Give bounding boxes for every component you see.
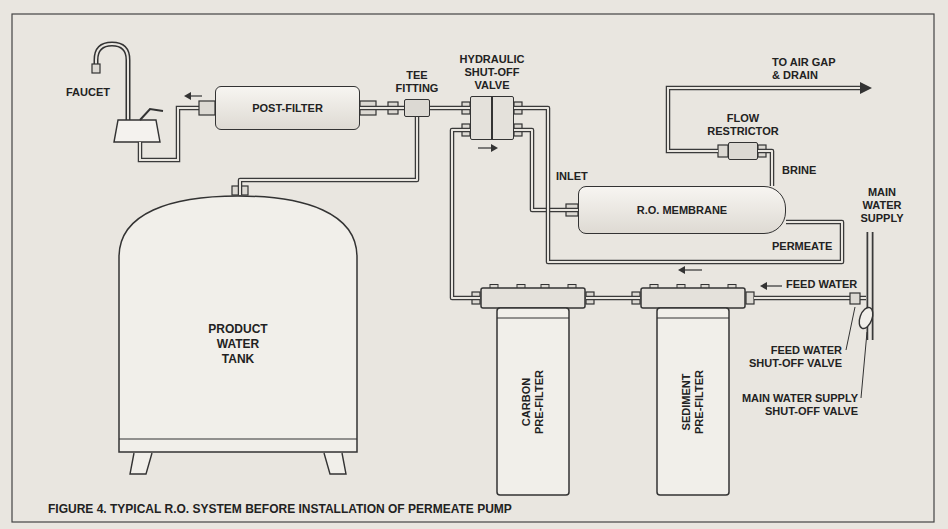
tube-outer	[668, 88, 862, 151]
tube-outer	[430, 106, 470, 111]
tee-fitting: TEE FITTING	[404, 99, 430, 117]
shut-off-valve: HYDRAULIC SHUT-OFF VALVE	[470, 96, 514, 140]
frame	[12, 14, 934, 522]
part-label: PERMEATE	[772, 240, 832, 253]
water-tube	[452, 130, 480, 298]
component-label: TEE FITTING	[391, 69, 443, 95]
component-label: PRODUCT WATER TANK	[203, 322, 273, 367]
part-label: INLET	[556, 170, 588, 183]
water-tube	[514, 108, 842, 262]
part-label: FEED WATER	[786, 278, 857, 291]
filter-housing	[497, 308, 569, 495]
tube-outer	[514, 108, 842, 262]
tank-band	[119, 438, 357, 439]
tube-inner	[586, 297, 640, 299]
drain-tube	[668, 82, 872, 151]
flow-arrow-head	[491, 144, 498, 152]
flow-arrow-head	[184, 92, 191, 100]
product-water-tank: PRODUCT WATER TANK	[118, 195, 358, 453]
component-label: R.O. MEMBRANE	[637, 204, 727, 217]
faucet-spout	[96, 44, 128, 120]
filter-rib	[497, 318, 569, 319]
leader-lines	[846, 307, 867, 398]
tube-inner	[140, 108, 203, 160]
feed-valve	[850, 293, 860, 304]
tube-outer	[754, 296, 866, 301]
tube-outer	[452, 130, 480, 298]
sediment-filter: SEDIMENT PRE-FILTER	[640, 284, 746, 496]
tube-inner	[758, 151, 772, 186]
tube-outer	[758, 151, 772, 186]
part-label: BRINE	[782, 164, 816, 177]
part-label: MAIN WATER SUPPLY	[852, 186, 912, 225]
faucet-tip	[92, 64, 100, 73]
feed-tube	[754, 232, 875, 340]
flow-restrictor: FLOW RESTRICTOR	[728, 142, 758, 160]
leader-line	[846, 307, 855, 350]
fitting	[746, 292, 754, 304]
water-tube	[360, 108, 404, 109]
flow-arrow-head	[678, 266, 685, 274]
component-label: SEDIMENT PRE-FILTER	[680, 364, 706, 440]
tank-legs	[130, 453, 346, 474]
tube-inner	[668, 88, 862, 151]
flow-arrow	[190, 95, 202, 96]
part-label: MAIN WATER SUPPLY SHUT-OFF VALVE	[732, 392, 858, 418]
tank-leg	[324, 453, 346, 474]
fitting	[199, 101, 215, 115]
fitting	[718, 145, 728, 157]
part-label: FEED WATER SHUT-OFF VALVE	[742, 344, 842, 370]
tank-leg	[130, 453, 152, 474]
supply-valve	[857, 306, 876, 331]
water-tube	[430, 108, 470, 109]
tube-inner	[452, 130, 480, 298]
flow-arrow	[684, 269, 702, 270]
filter-head	[641, 288, 745, 308]
tube-inner	[514, 108, 842, 262]
water-tube	[586, 298, 640, 299]
tube-outer	[586, 296, 640, 301]
leader-line	[861, 332, 867, 398]
part-label: FAUCET	[66, 86, 110, 99]
flow-arrow	[478, 147, 492, 148]
tube-outer	[360, 106, 404, 111]
filter-head	[481, 288, 585, 308]
ro-membrane: R.O. MEMBRANE	[578, 186, 786, 234]
tube-inner	[754, 297, 866, 299]
figure-caption: FIGURE 4. TYPICAL R.O. SYSTEM BEFORE INS…	[48, 502, 512, 517]
faucet-lever	[140, 109, 163, 120]
tank-body	[119, 196, 357, 452]
component-label: POST-FILTER	[252, 102, 323, 115]
filter-housing	[657, 308, 729, 495]
carbon-filter: CARBON PRE-FILTER	[480, 284, 586, 496]
tube-inner	[430, 107, 470, 109]
part-label: TO AIR GAP & DRAIN	[772, 56, 844, 82]
flow-arrow-head	[760, 282, 767, 290]
flow-arrow	[860, 82, 872, 94]
component-label: CARBON PRE-FILTER	[520, 364, 546, 440]
post-filter: POST-FILTER	[215, 86, 360, 130]
tube	[140, 108, 203, 160]
component-label: HYDRAULIC SHUT-OFF VALVE	[453, 53, 531, 92]
flow-arrow	[766, 285, 782, 286]
tube-inner	[360, 107, 404, 109]
tube-outer	[140, 108, 203, 160]
water-tube	[758, 151, 772, 186]
filter-rib	[657, 318, 729, 319]
faucet-spout-inner	[96, 44, 128, 120]
component-label: FLOW RESTRICTOR	[703, 112, 783, 138]
faucet-base	[114, 120, 160, 142]
